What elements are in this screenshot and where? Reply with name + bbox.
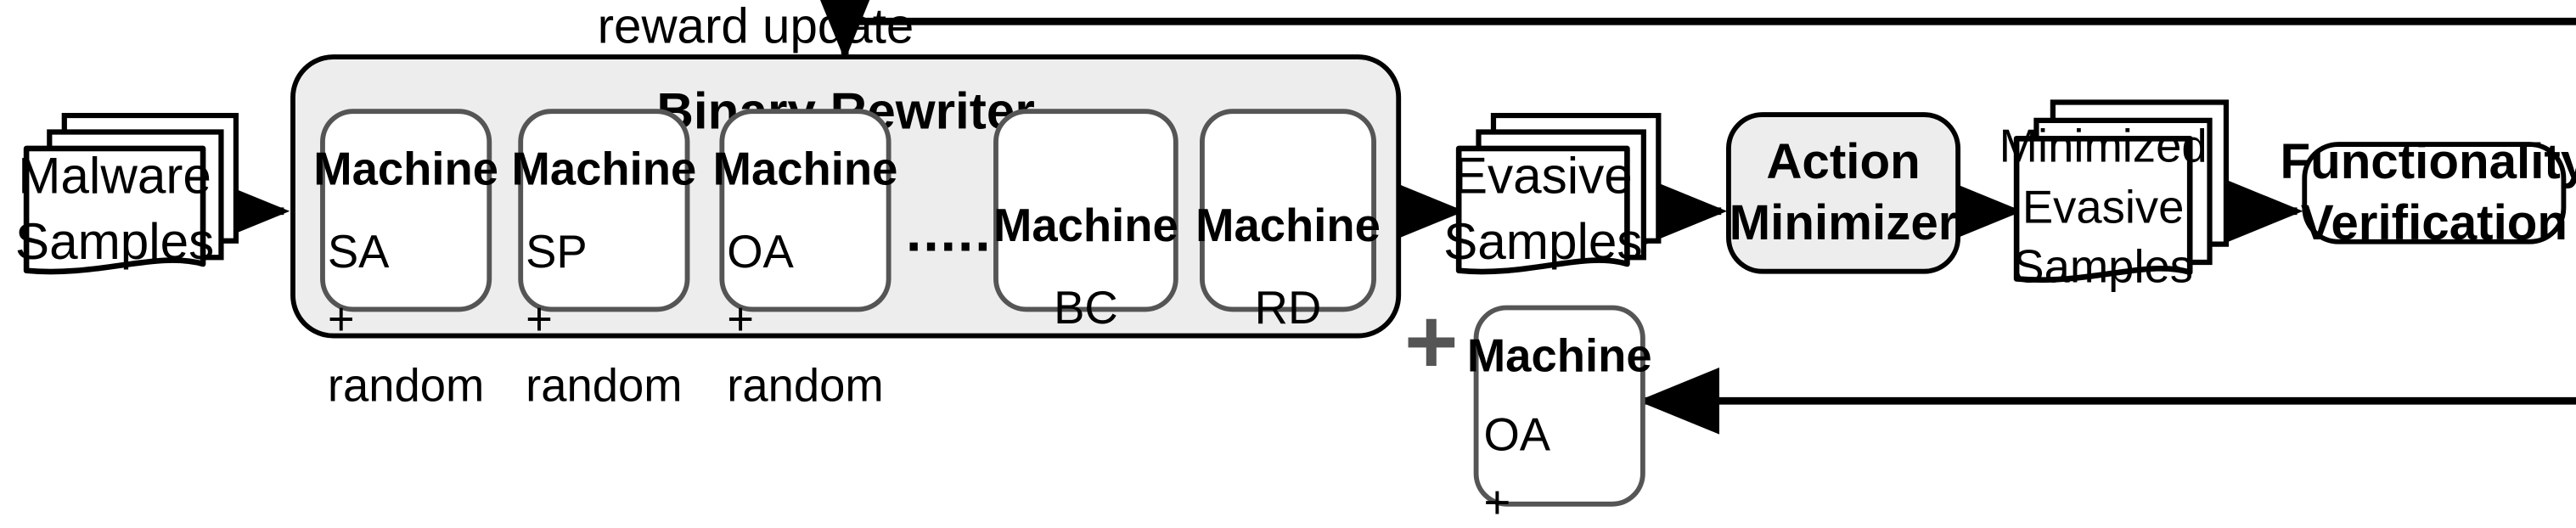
machine-rd-body: RD [1254,282,1322,334]
action-minimizer-box[interactable]: Action Minimizer [1726,112,1961,274]
action-minimizer-label-line1: Action [1766,134,1921,189]
machine-card-sa[interactable]: Machine SA + random [313,109,498,411]
functionality-verification-label-line1: Functionality [2280,134,2576,189]
minimized-evasive-label-line1: Minimized [1999,121,2208,172]
machine-card-rd[interactable]: Machine RD [1195,109,1381,334]
machine-oa-title: Machine [712,143,898,195]
machine-sp-title: Machine [511,143,697,195]
reward-update-caption: reward update [597,0,914,55]
machine-card-oa[interactable]: Machine OA + random [713,109,897,411]
malware-samples-label-line2: Samples [14,212,215,271]
document-stack-icon [2013,99,2230,284]
evasive-samples-label-line1: Evasive [1453,146,1633,205]
machines-ellipsis: ...... [906,201,1010,264]
malware-samples-label-line1: Malware [18,146,211,205]
machine-sp-body: SP + random [526,226,683,412]
minimized-evasive-label-line3: Samples [2013,241,2194,293]
functionality-verification-box[interactable]: Functionality Verification [2280,134,2576,250]
document-stack-icon [23,112,239,275]
machine-bc-title: Machine [993,199,1178,251]
machine-card-oa-content-x[interactable]: Machine OA + content X [1467,305,1652,527]
machine-sa-title: Machine [313,143,499,195]
functionality-verification-label-line2: Verification [2300,196,2568,251]
minimized-evasive-samples-stack: Minimized Evasive Samples [1999,93,2235,304]
machine-card-sp[interactable]: Machine SP + random [511,109,696,411]
machine-card-bc[interactable]: Machine BC [993,109,1178,334]
machine-extra-title: Machine [1466,329,1652,381]
document-stack-icon [1455,112,1662,275]
minimized-evasive-label-line2: Evasive [2022,181,2185,233]
evasive-samples-label-line2: Samples [1443,212,1643,271]
evasive-samples-stack: Evasive Samples [1443,105,1667,290]
malware-samples-stack: Malware Samples [14,105,244,290]
machine-oa-body: OA + random [727,226,884,412]
plus-icon: + [1404,289,1459,393]
machine-sa-body: SA + random [327,226,485,412]
action-minimizer-label-line2: Minimizer [1729,196,1958,251]
machine-extra-body: OA + content X [1483,409,1551,528]
machine-rd-title: Machine [1195,199,1381,251]
machine-bc-body: BC [1054,282,1118,334]
